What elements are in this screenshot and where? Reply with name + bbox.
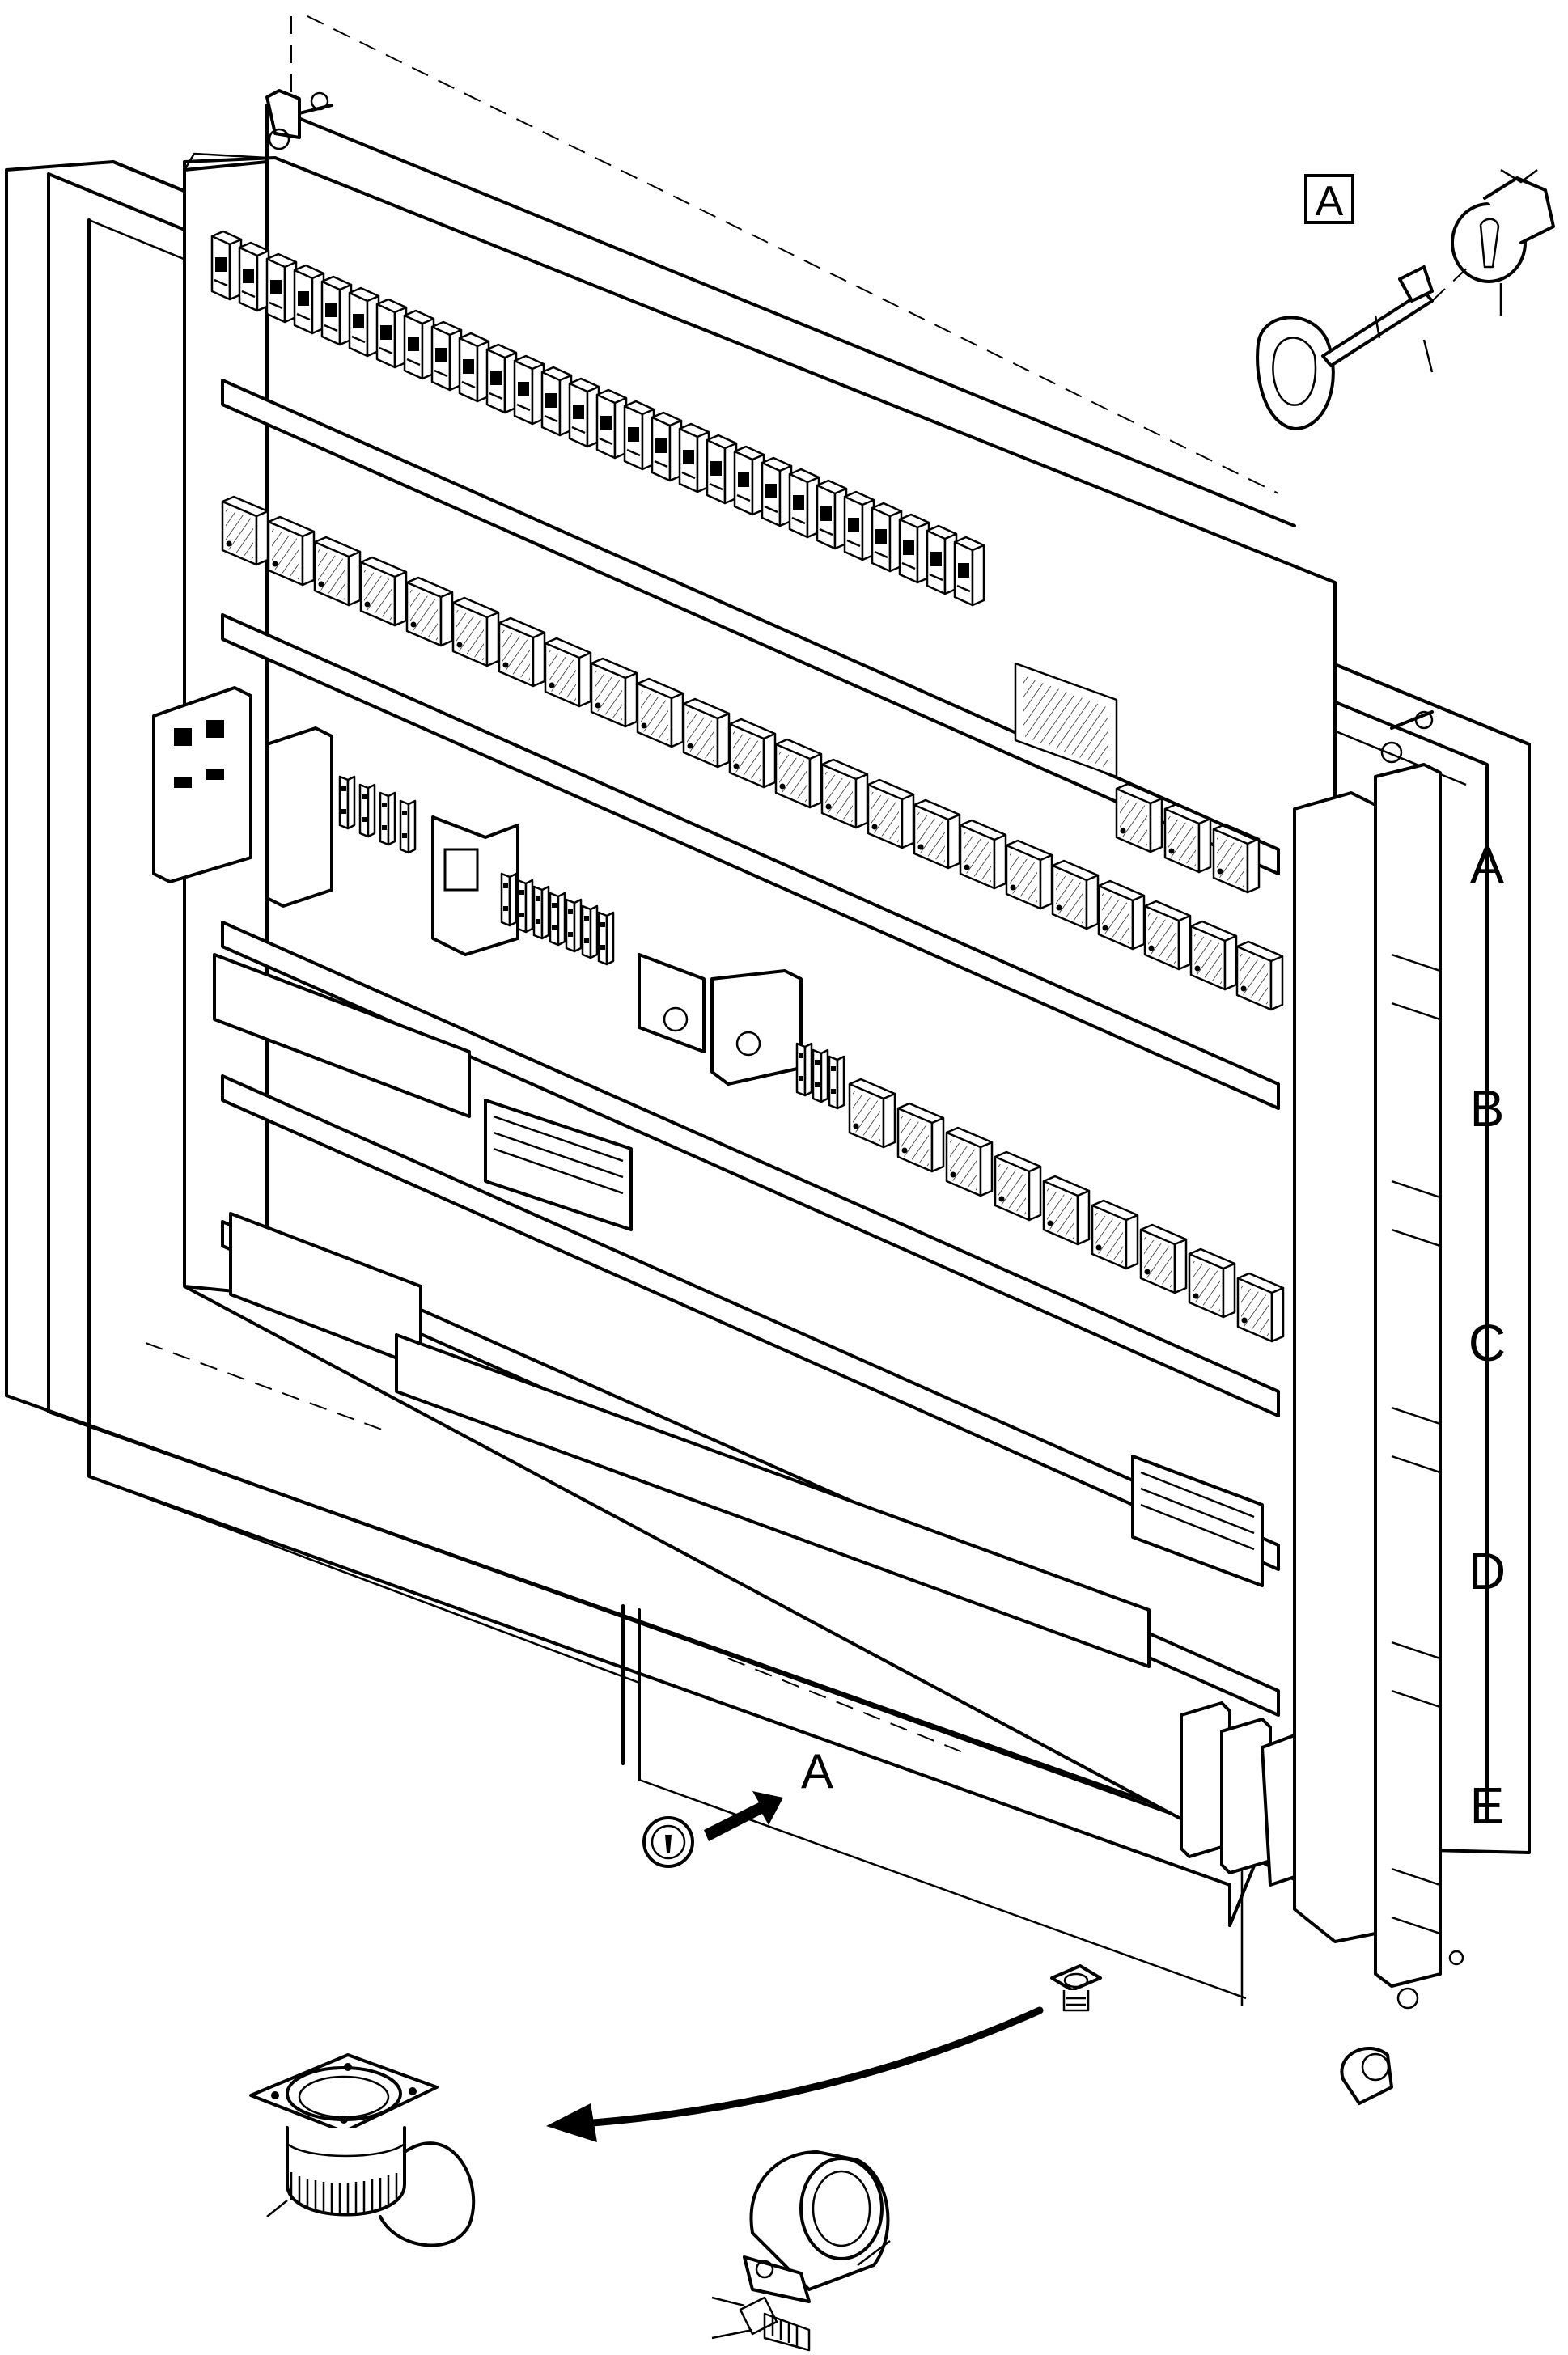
row-label-a: A xyxy=(1470,837,1505,895)
terminal-cluster-upper xyxy=(1014,662,1261,894)
grommet-icon xyxy=(249,2053,476,2247)
row-label-c: C xyxy=(1468,1314,1506,1372)
callout-letter: A xyxy=(801,1744,833,1798)
detail-view-a: A xyxy=(1256,168,1555,430)
callout-arrow: A xyxy=(704,1744,833,1841)
detail-view-box xyxy=(1304,174,1354,224)
detail-view-letter: A xyxy=(1316,178,1344,225)
arrow-head-icon xyxy=(546,2103,597,2142)
row-labels: A B C D E xyxy=(1468,837,1506,1835)
right-side-rail xyxy=(1293,710,1464,2010)
lock-cylinder-icon xyxy=(1431,168,1555,316)
key-icon xyxy=(1256,265,1434,430)
row-label-b: B xyxy=(1470,1079,1505,1137)
door-lock xyxy=(642,1816,694,1868)
cable-ducts xyxy=(213,953,1296,1887)
hinge-detail xyxy=(711,2046,1393,2352)
row-label-e: E xyxy=(1470,1777,1505,1835)
grommet-detail xyxy=(249,1964,1102,2247)
row-label-d: D xyxy=(1468,1542,1506,1600)
hinge-icon xyxy=(711,2150,891,2352)
